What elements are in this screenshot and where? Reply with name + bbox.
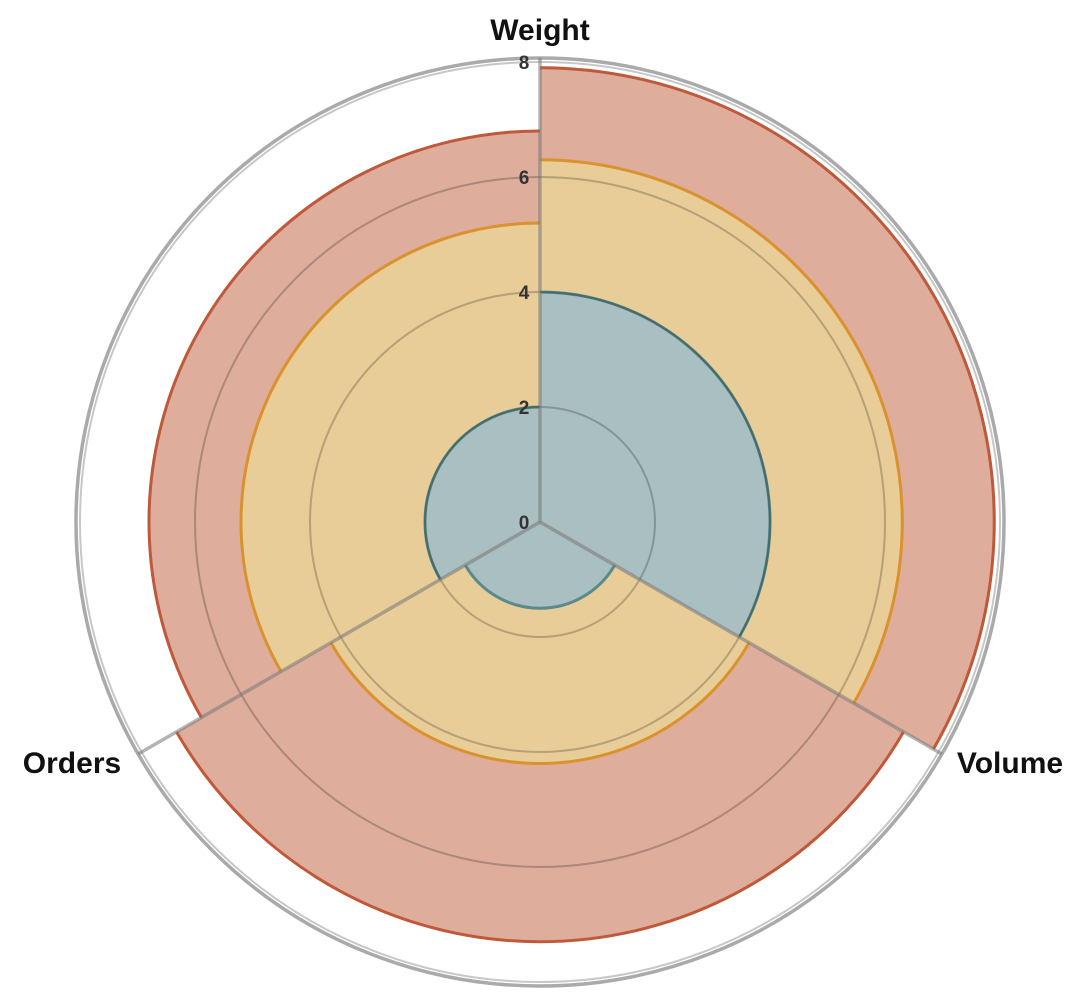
- axis-label-orders: Orders: [23, 747, 121, 780]
- series-3-arc-orders: [423, 405, 541, 581]
- tick-label-2: 2: [519, 398, 530, 419]
- series-3-arc-volume: [464, 564, 616, 610]
- axis-spokes: [137, 58, 943, 756]
- tick-label-8: 8: [519, 53, 530, 74]
- series-3-arc-weight: [539, 290, 772, 638]
- spoke-volume: [539, 520, 943, 756]
- tick-label-6: 6: [519, 168, 530, 189]
- series-1-arc-orders: [147, 129, 541, 719]
- series-2-arc-volume: [329, 641, 751, 765]
- tick-label-4: 4: [519, 283, 530, 304]
- series-2-arc-weight: [539, 158, 904, 704]
- series-2-arc-orders: [239, 221, 541, 673]
- axis-label-volume: Volume: [957, 747, 1063, 780]
- axis-label-weight: Weight: [490, 14, 589, 47]
- tick-label-0: 0: [519, 513, 530, 534]
- spoke-orders: [137, 520, 541, 756]
- series-1-arc-volume: [175, 731, 905, 944]
- radial-tick-labels: 0 2 4 6 8: [519, 53, 530, 534]
- series-3-wedge-weight: [540, 292, 770, 637]
- series-1-arc-weight: [539, 66, 996, 750]
- series-3-wedge-orders: [424, 406, 540, 580]
